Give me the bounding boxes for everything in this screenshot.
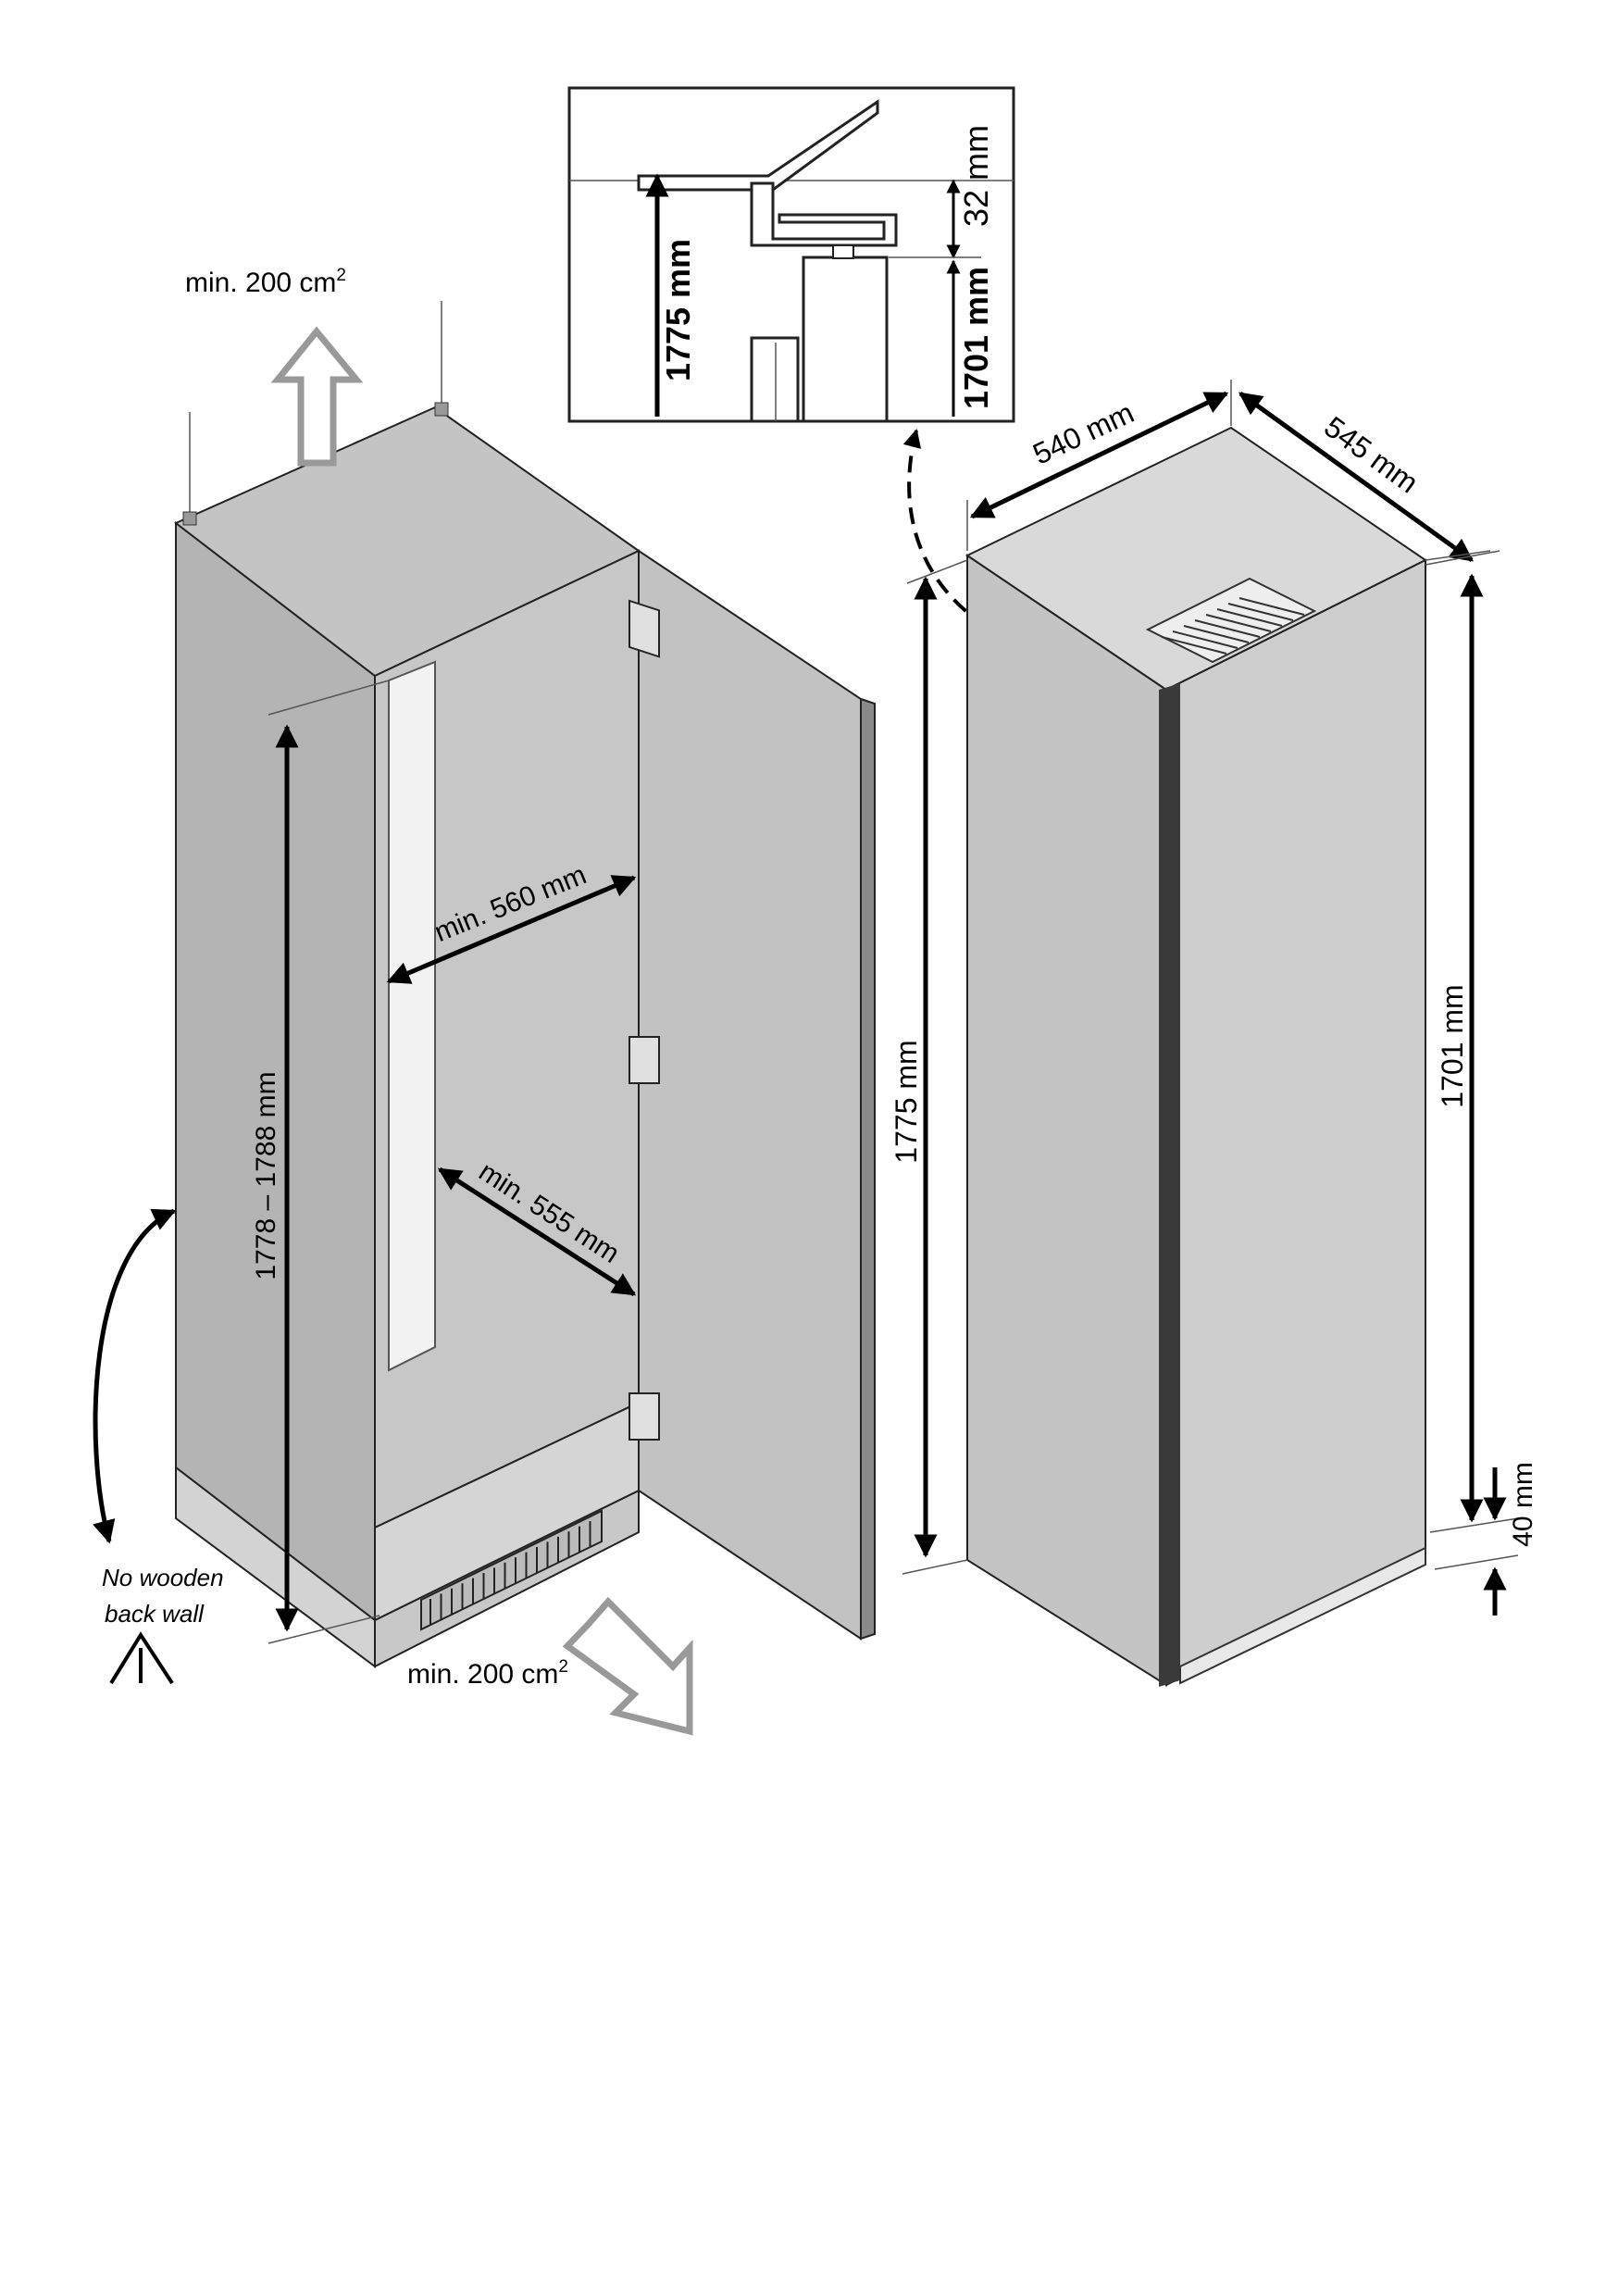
compressor-grille-slat bbox=[1216, 608, 1283, 627]
appliance-width-label: 540 mm bbox=[1027, 395, 1139, 470]
appliance-height-body-dimension bbox=[1425, 550, 1519, 1533]
appliance bbox=[965, 426, 1427, 1687]
warning-line-1: No wooden bbox=[102, 1564, 224, 1591]
niche-width-top-dimension bbox=[386, 875, 637, 984]
compressor-grille-slat bbox=[1194, 619, 1261, 638]
compressor-grille-slat bbox=[1161, 636, 1227, 655]
warning-triangle-icon bbox=[109, 1631, 174, 1685]
vent-arrow-up bbox=[270, 326, 364, 467]
appliance-bottom-gap-dimension bbox=[1434, 1467, 1519, 1616]
vent-top-label: min. 200 cm2 bbox=[185, 266, 346, 298]
compressor-grille-slat bbox=[1183, 625, 1250, 643]
appliance-height-body-label: 1701 mm bbox=[1436, 984, 1469, 1107]
hinge-detail-inset bbox=[567, 86, 1015, 423]
appliance-height-total-dimension bbox=[902, 559, 968, 1575]
detail-height-body-label: 1701 mm bbox=[957, 267, 995, 409]
niche-width-bottom-dimension bbox=[437, 1167, 637, 1297]
compressor-grille-slat bbox=[1238, 597, 1305, 616]
compressor-grille-slat bbox=[1172, 630, 1238, 649]
warning-line-2: back wall bbox=[105, 1600, 205, 1628]
plinth-vent-grille bbox=[420, 1509, 603, 1631]
niche-height-dimension bbox=[268, 680, 390, 1644]
detail-height-total-label: 1775 mm bbox=[659, 239, 697, 381]
vent-arrow-in bbox=[562, 1596, 693, 1736]
cabinet-niche bbox=[174, 301, 876, 1668]
appliance-width-dimension bbox=[966, 380, 1232, 551]
compressor-grille-slat bbox=[1205, 614, 1272, 632]
vent-bottom-label: min. 200 cm2 bbox=[407, 1657, 568, 1690]
back-wall-warning: No wooden back wall bbox=[93, 1208, 224, 1685]
detail-hinge-gap-label: 32 mm bbox=[957, 125, 995, 227]
appliance-bottom-gap-label: 40 mm bbox=[1508, 1462, 1538, 1547]
appliance-height-total-label: 1775 mm bbox=[890, 1040, 923, 1163]
compressor-grille-slat bbox=[1227, 603, 1294, 621]
niche-height-label: 1778 – 1788 mm bbox=[251, 1071, 281, 1279]
appliance-depth-dimension bbox=[1238, 391, 1491, 563]
